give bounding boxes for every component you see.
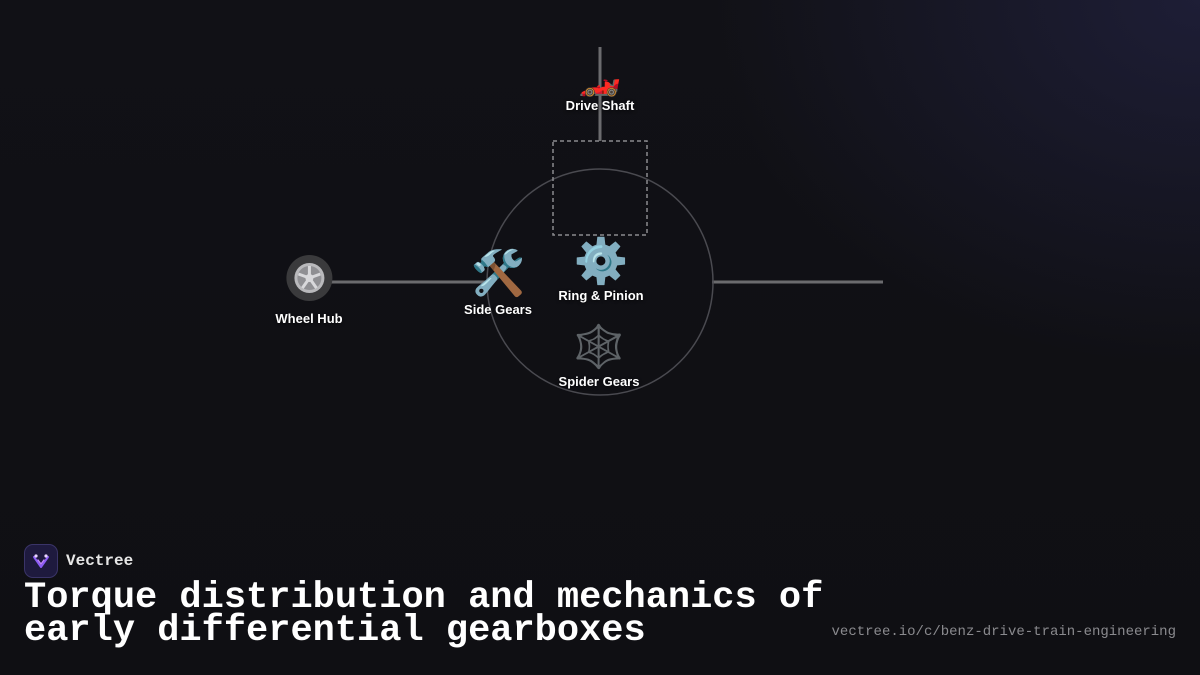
hammer-and-wrench-icon: 🛠️: [470, 248, 526, 299]
differential-housing-circle: [486, 168, 714, 396]
node-wheel-hub: Wheel Hub: [275, 254, 343, 326]
gear-icon: ⚙️: [573, 236, 629, 287]
wheel-hub-label: Wheel Hub: [275, 311, 343, 326]
source-url: vectree.io/c/benz-drive-train-engineerin…: [831, 624, 1176, 640]
ring-pinion-label: Ring & Pinion: [558, 288, 644, 303]
wheel-icon-graphic: [285, 255, 332, 301]
spider-gears-label: Spider Gears: [558, 374, 640, 389]
side-gears-label: Side Gears: [464, 302, 532, 317]
race-car-icon: 🏎️: [578, 59, 622, 99]
page-title: Torque distribution and mechanics of ear…: [24, 577, 824, 652]
node-drive-shaft: 🏎️ Drive Shaft: [566, 62, 635, 113]
pinion-dashed-box: [552, 140, 648, 236]
drive-shaft-label: Drive Shaft: [565, 98, 635, 113]
vectree-logo-icon: [24, 544, 58, 578]
node-side-gears: 🛠️ Side Gears: [464, 248, 532, 318]
brand: Vectree: [24, 544, 133, 578]
wheel-icon: [275, 254, 342, 302]
node-ring-pinion: ⚙️ Ring & Pinion: [558, 236, 644, 304]
node-spider-gears: 🕸️ Spider Gears: [558, 322, 640, 390]
spider-web-icon: 🕸️: [572, 322, 626, 371]
brand-name: Vectree: [66, 552, 134, 570]
